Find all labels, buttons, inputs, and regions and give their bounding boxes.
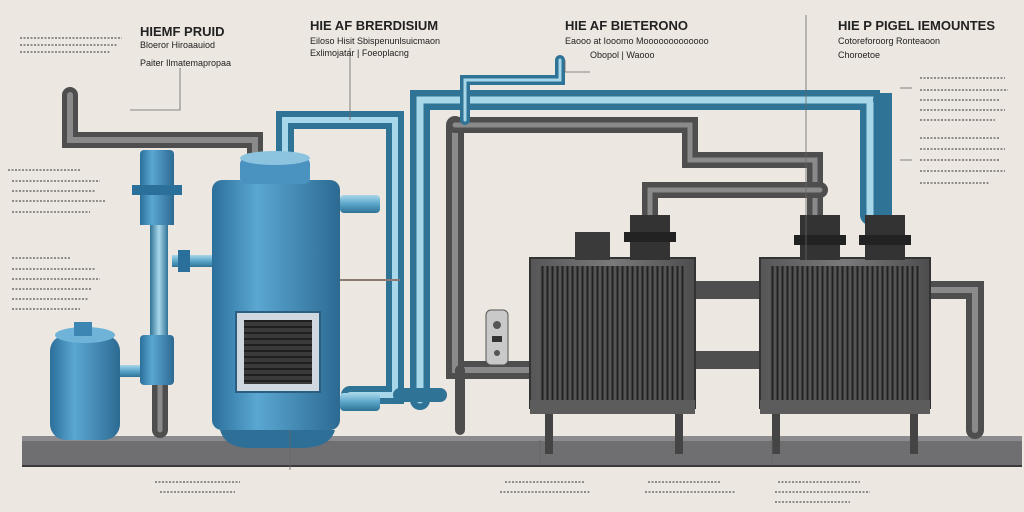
subtitle-center-right-2: Obopol | Waooo [590, 50, 655, 60]
title-center: HIE AF BRERDISIUM [310, 18, 438, 33]
subtitle-left-1: Bloeror Hiroaauiod [140, 40, 215, 50]
heat-exchanger-tank [212, 151, 400, 470]
annotation-scribbles [8, 37, 1008, 503]
subtitle-left-2: Paiter Ilmatemapropaa [140, 58, 231, 68]
outdoor-unit-left [529, 215, 696, 454]
subtitle-center-2: Exlimojatar | Foeoplacng [310, 48, 409, 58]
blue-piping [276, 55, 892, 410]
diagram-labels: HIEMF PRUID Bloeror Hiroaauiod Paiter Il… [140, 18, 995, 68]
subtitle-right-1: Cotoreforoorg Ronteaoon [838, 36, 940, 46]
subtitle-center-1: Eiloso Hisit Sbispenunlsuicmaon [310, 36, 440, 46]
gray-piping [62, 87, 984, 439]
base-platform [22, 436, 1022, 467]
subtitle-center-right-1: Eaooo at Iooomo Mooooooooooooo [565, 36, 709, 46]
leader-lines [130, 15, 912, 465]
subtitle-right-2: Choroetoe [838, 50, 880, 60]
expansion-tank [50, 322, 150, 440]
control-panel [485, 309, 509, 366]
title-center-right: HIE AF BIETERONO [565, 18, 688, 33]
title-right: HIE P PIGEL IEMOUNTES [838, 18, 995, 33]
circulation-pump [132, 150, 212, 385]
outdoor-unit-right [759, 215, 931, 454]
title-left: HIEMF PRUID [140, 24, 225, 39]
